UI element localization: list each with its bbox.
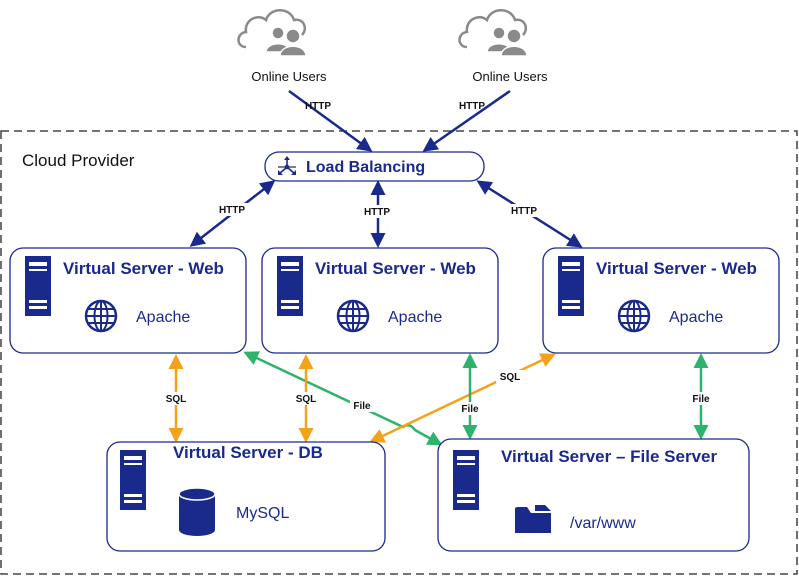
- sql-arrow-web3-db: [369, 353, 556, 443]
- service-label: Apache: [136, 309, 190, 326]
- http-label: HTTP: [219, 205, 245, 216]
- http-label: HTTP: [511, 206, 537, 217]
- file-label: File: [461, 404, 479, 415]
- cloud-users-icon: [237, 9, 308, 58]
- online-users-left: Online Users: [237, 9, 327, 84]
- sql-label: SQL: [500, 372, 521, 383]
- sql-label: SQL: [296, 394, 317, 405]
- server-title: Virtual Server - Web: [315, 259, 476, 278]
- globe-icon: [336, 299, 370, 333]
- globe-icon: [617, 299, 651, 333]
- file-arrow-web1-fileserver: [243, 351, 443, 446]
- http-arrow-users-right: [422, 89, 511, 152]
- service-label: MySQL: [236, 505, 289, 522]
- file-label: File: [692, 394, 710, 405]
- online-users-right: Online Users: [458, 9, 548, 84]
- server-icon: [277, 256, 303, 316]
- http-label: HTTP: [364, 207, 390, 218]
- load-balancer[interactable]: Load Balancing: [264, 151, 485, 182]
- server-title: Virtual Server - DB: [173, 443, 323, 462]
- online-users-label: Online Users: [251, 69, 327, 84]
- load-balancer-icon: [278, 156, 296, 175]
- service-label: Apache: [388, 309, 442, 326]
- cloud-users-icon: [458, 9, 529, 58]
- server-icon: [120, 450, 146, 510]
- web-server-2[interactable]: Virtual Server - Web Apache: [261, 247, 499, 354]
- cloud-provider-label: Cloud Provider: [22, 151, 135, 170]
- http-arrow-users-left: [288, 89, 373, 152]
- cloud-provider-boundary: [0, 130, 798, 575]
- file-label: File: [353, 401, 371, 412]
- db-server[interactable]: Virtual Server - DB MySQL: [106, 441, 386, 552]
- file-server[interactable]: Virtual Server – File Server /var/www: [437, 438, 750, 552]
- web-server-3[interactable]: Virtual Server - Web Apache: [542, 247, 780, 354]
- http-label: HTTP: [305, 101, 331, 112]
- web-server-1[interactable]: Virtual Server - Web Apache: [9, 247, 247, 354]
- load-balancer-label: Load Balancing: [306, 159, 425, 176]
- server-title: Virtual Server – File Server: [501, 447, 717, 466]
- folder-icon: [515, 505, 551, 533]
- online-users-label: Online Users: [472, 69, 548, 84]
- database-icon: [178, 487, 216, 536]
- server-title: Virtual Server - Web: [596, 259, 757, 278]
- service-label: /var/www: [570, 515, 636, 532]
- server-icon: [558, 256, 584, 316]
- globe-icon: [84, 299, 118, 333]
- service-label: Apache: [669, 309, 723, 326]
- server-title: Virtual Server - Web: [63, 259, 224, 278]
- http-label: HTTP: [459, 101, 485, 112]
- server-icon: [25, 256, 51, 316]
- sql-label: SQL: [166, 394, 187, 405]
- server-icon: [453, 450, 479, 510]
